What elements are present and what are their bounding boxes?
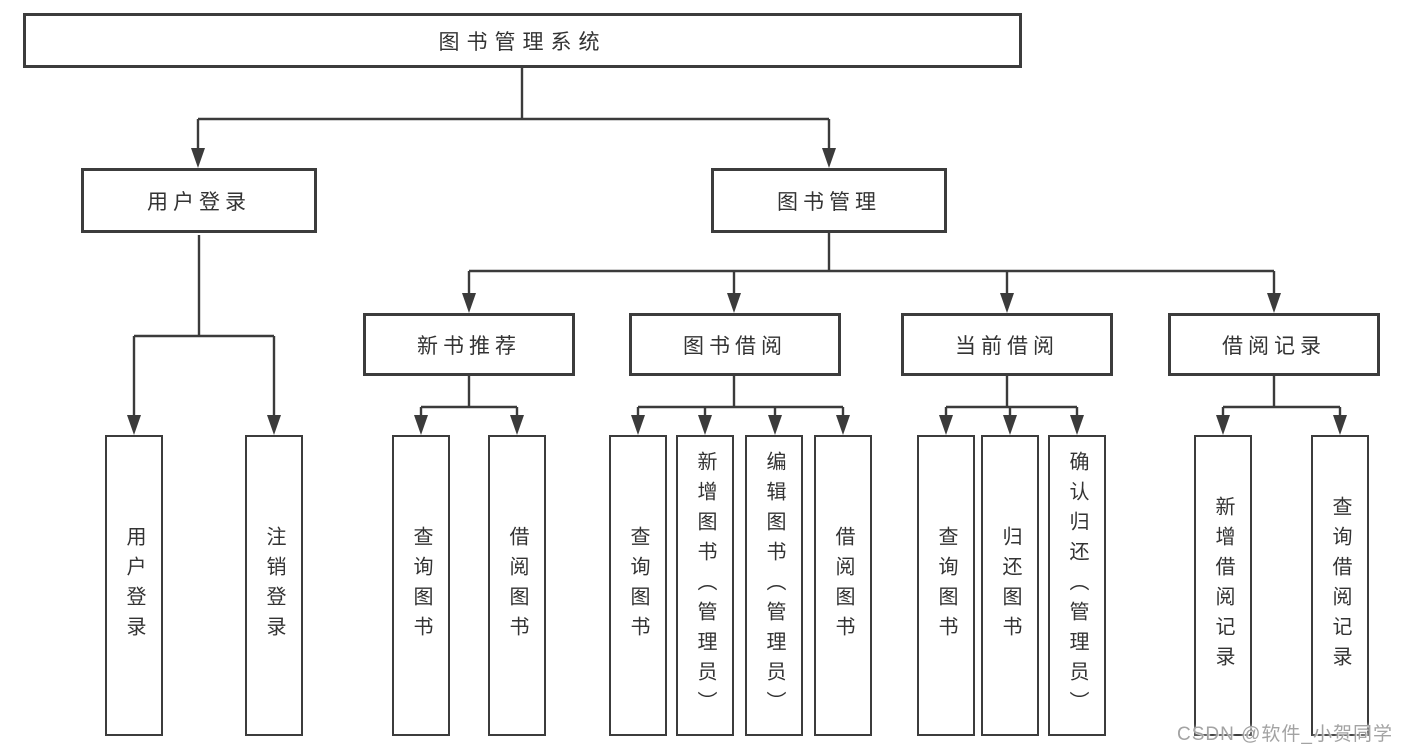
leaf-borrow-add-books-admin-label: 新增图书（管理员） (694, 450, 716, 721)
node-new-book-recommend: 新书推荐 (363, 313, 575, 376)
node-user-login: 用户登录 (81, 168, 317, 233)
leaf-records-add-record-label: 新增借阅记录 (1212, 495, 1234, 676)
leaf-current-confirm-return-admin: 确认归还（管理员） (1048, 435, 1106, 736)
leaf-records-query-record: 查询借阅记录 (1311, 435, 1369, 736)
node-user-login-label: 用户登录 (147, 190, 251, 214)
node-new-book-recommend-label: 新书推荐 (417, 334, 521, 358)
leaf-logout: 注销登录 (245, 435, 303, 736)
leaf-borrow-add-books-admin: 新增图书（管理员） (676, 435, 734, 736)
leaf-records-query-record-label: 查询借阅记录 (1329, 495, 1351, 676)
leaf-current-query-books-label: 查询图书 (935, 525, 957, 646)
node-book-management-label: 图书管理 (777, 190, 881, 214)
leaf-borrow-edit-books-admin-label: 编辑图书（管理员） (763, 450, 785, 721)
node-current-borrow: 当前借阅 (901, 313, 1113, 376)
leaf-borrow-edit-books-admin: 编辑图书（管理员） (745, 435, 803, 736)
node-book-management: 图书管理 (711, 168, 947, 233)
leaf-borrow-query-books-label: 查询图书 (627, 525, 649, 646)
leaf-current-return-books-label: 归还图书 (999, 525, 1021, 646)
leaf-newbook-borrow-books: 借阅图书 (488, 435, 546, 736)
leaf-newbook-query-books: 查询图书 (392, 435, 450, 736)
leaf-logout-label: 注销登录 (263, 525, 285, 646)
node-root-label: 图书管理系统 (438, 30, 607, 54)
leaf-borrow-borrow-books-label: 借阅图书 (832, 525, 854, 646)
leaf-user-login: 用户登录 (105, 435, 163, 736)
leaf-user-login-label: 用户登录 (123, 525, 145, 646)
node-book-borrow-label: 图书借阅 (683, 334, 787, 358)
leaf-borrow-borrow-books: 借阅图书 (814, 435, 872, 736)
arrowheads (127, 148, 1347, 435)
leaf-newbook-borrow-books-label: 借阅图书 (506, 525, 528, 646)
leaf-current-confirm-return-admin-label: 确认归还（管理员） (1066, 450, 1088, 721)
node-book-borrow: 图书借阅 (629, 313, 841, 376)
leaf-current-query-books: 查询图书 (917, 435, 975, 736)
node-borrow-records: 借阅记录 (1168, 313, 1380, 376)
node-root-system: 图书管理系统 (23, 13, 1022, 68)
leaf-current-return-books: 归还图书 (981, 435, 1039, 736)
leaf-borrow-query-books: 查询图书 (609, 435, 667, 736)
csdn-watermark: CSDN @软件_小贺同学 (1177, 724, 1393, 745)
leaf-records-add-record: 新增借阅记录 (1194, 435, 1252, 736)
node-borrow-records-label: 借阅记录 (1222, 334, 1326, 358)
node-current-borrow-label: 当前借阅 (955, 334, 1059, 358)
leaf-newbook-query-books-label: 查询图书 (410, 525, 432, 646)
